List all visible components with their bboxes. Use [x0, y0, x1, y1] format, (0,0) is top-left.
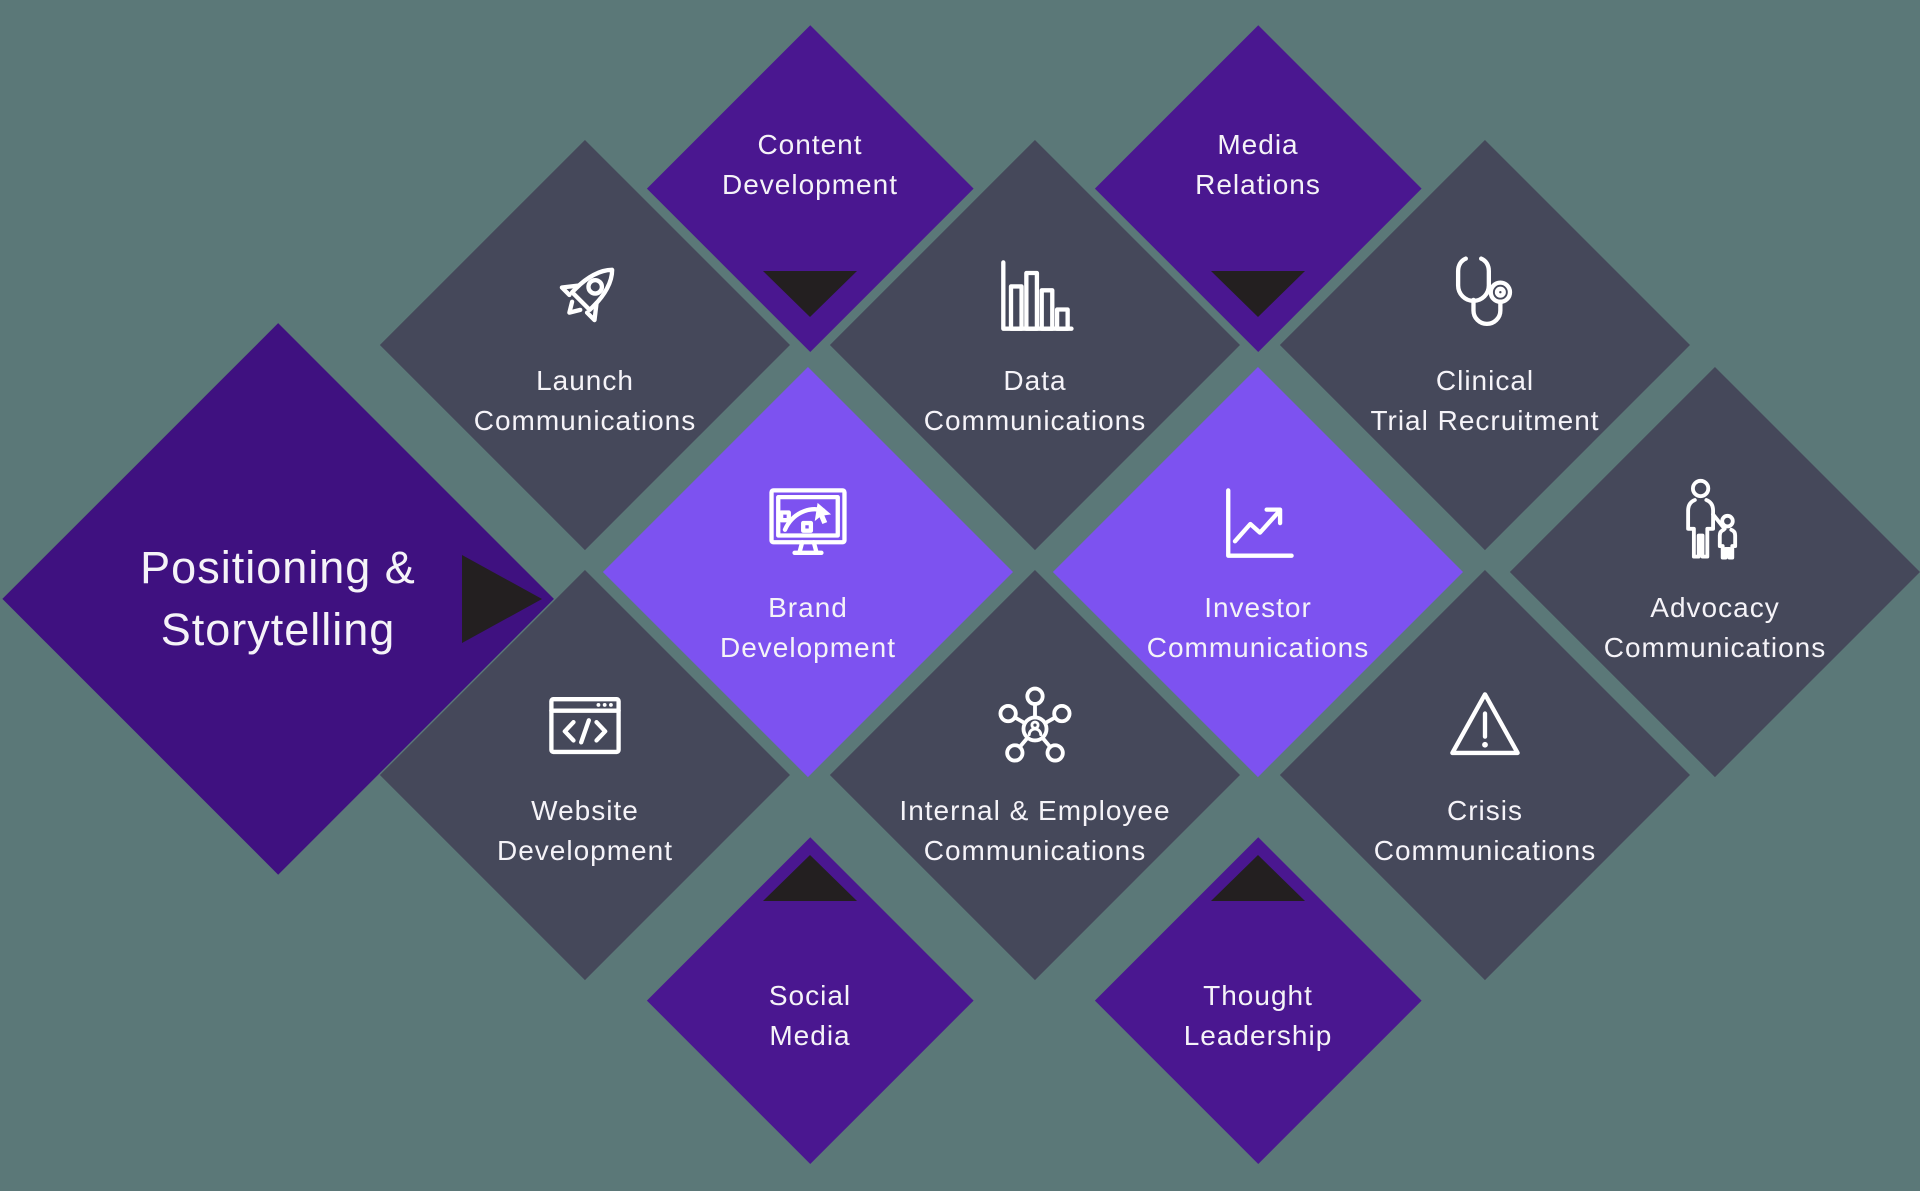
arrow-up-icon — [763, 855, 857, 901]
arrow-down-icon — [1211, 271, 1305, 317]
arrow-up-icon — [1211, 855, 1305, 901]
arrow-down-icon — [763, 271, 857, 317]
arrow-right-icon — [462, 555, 542, 643]
